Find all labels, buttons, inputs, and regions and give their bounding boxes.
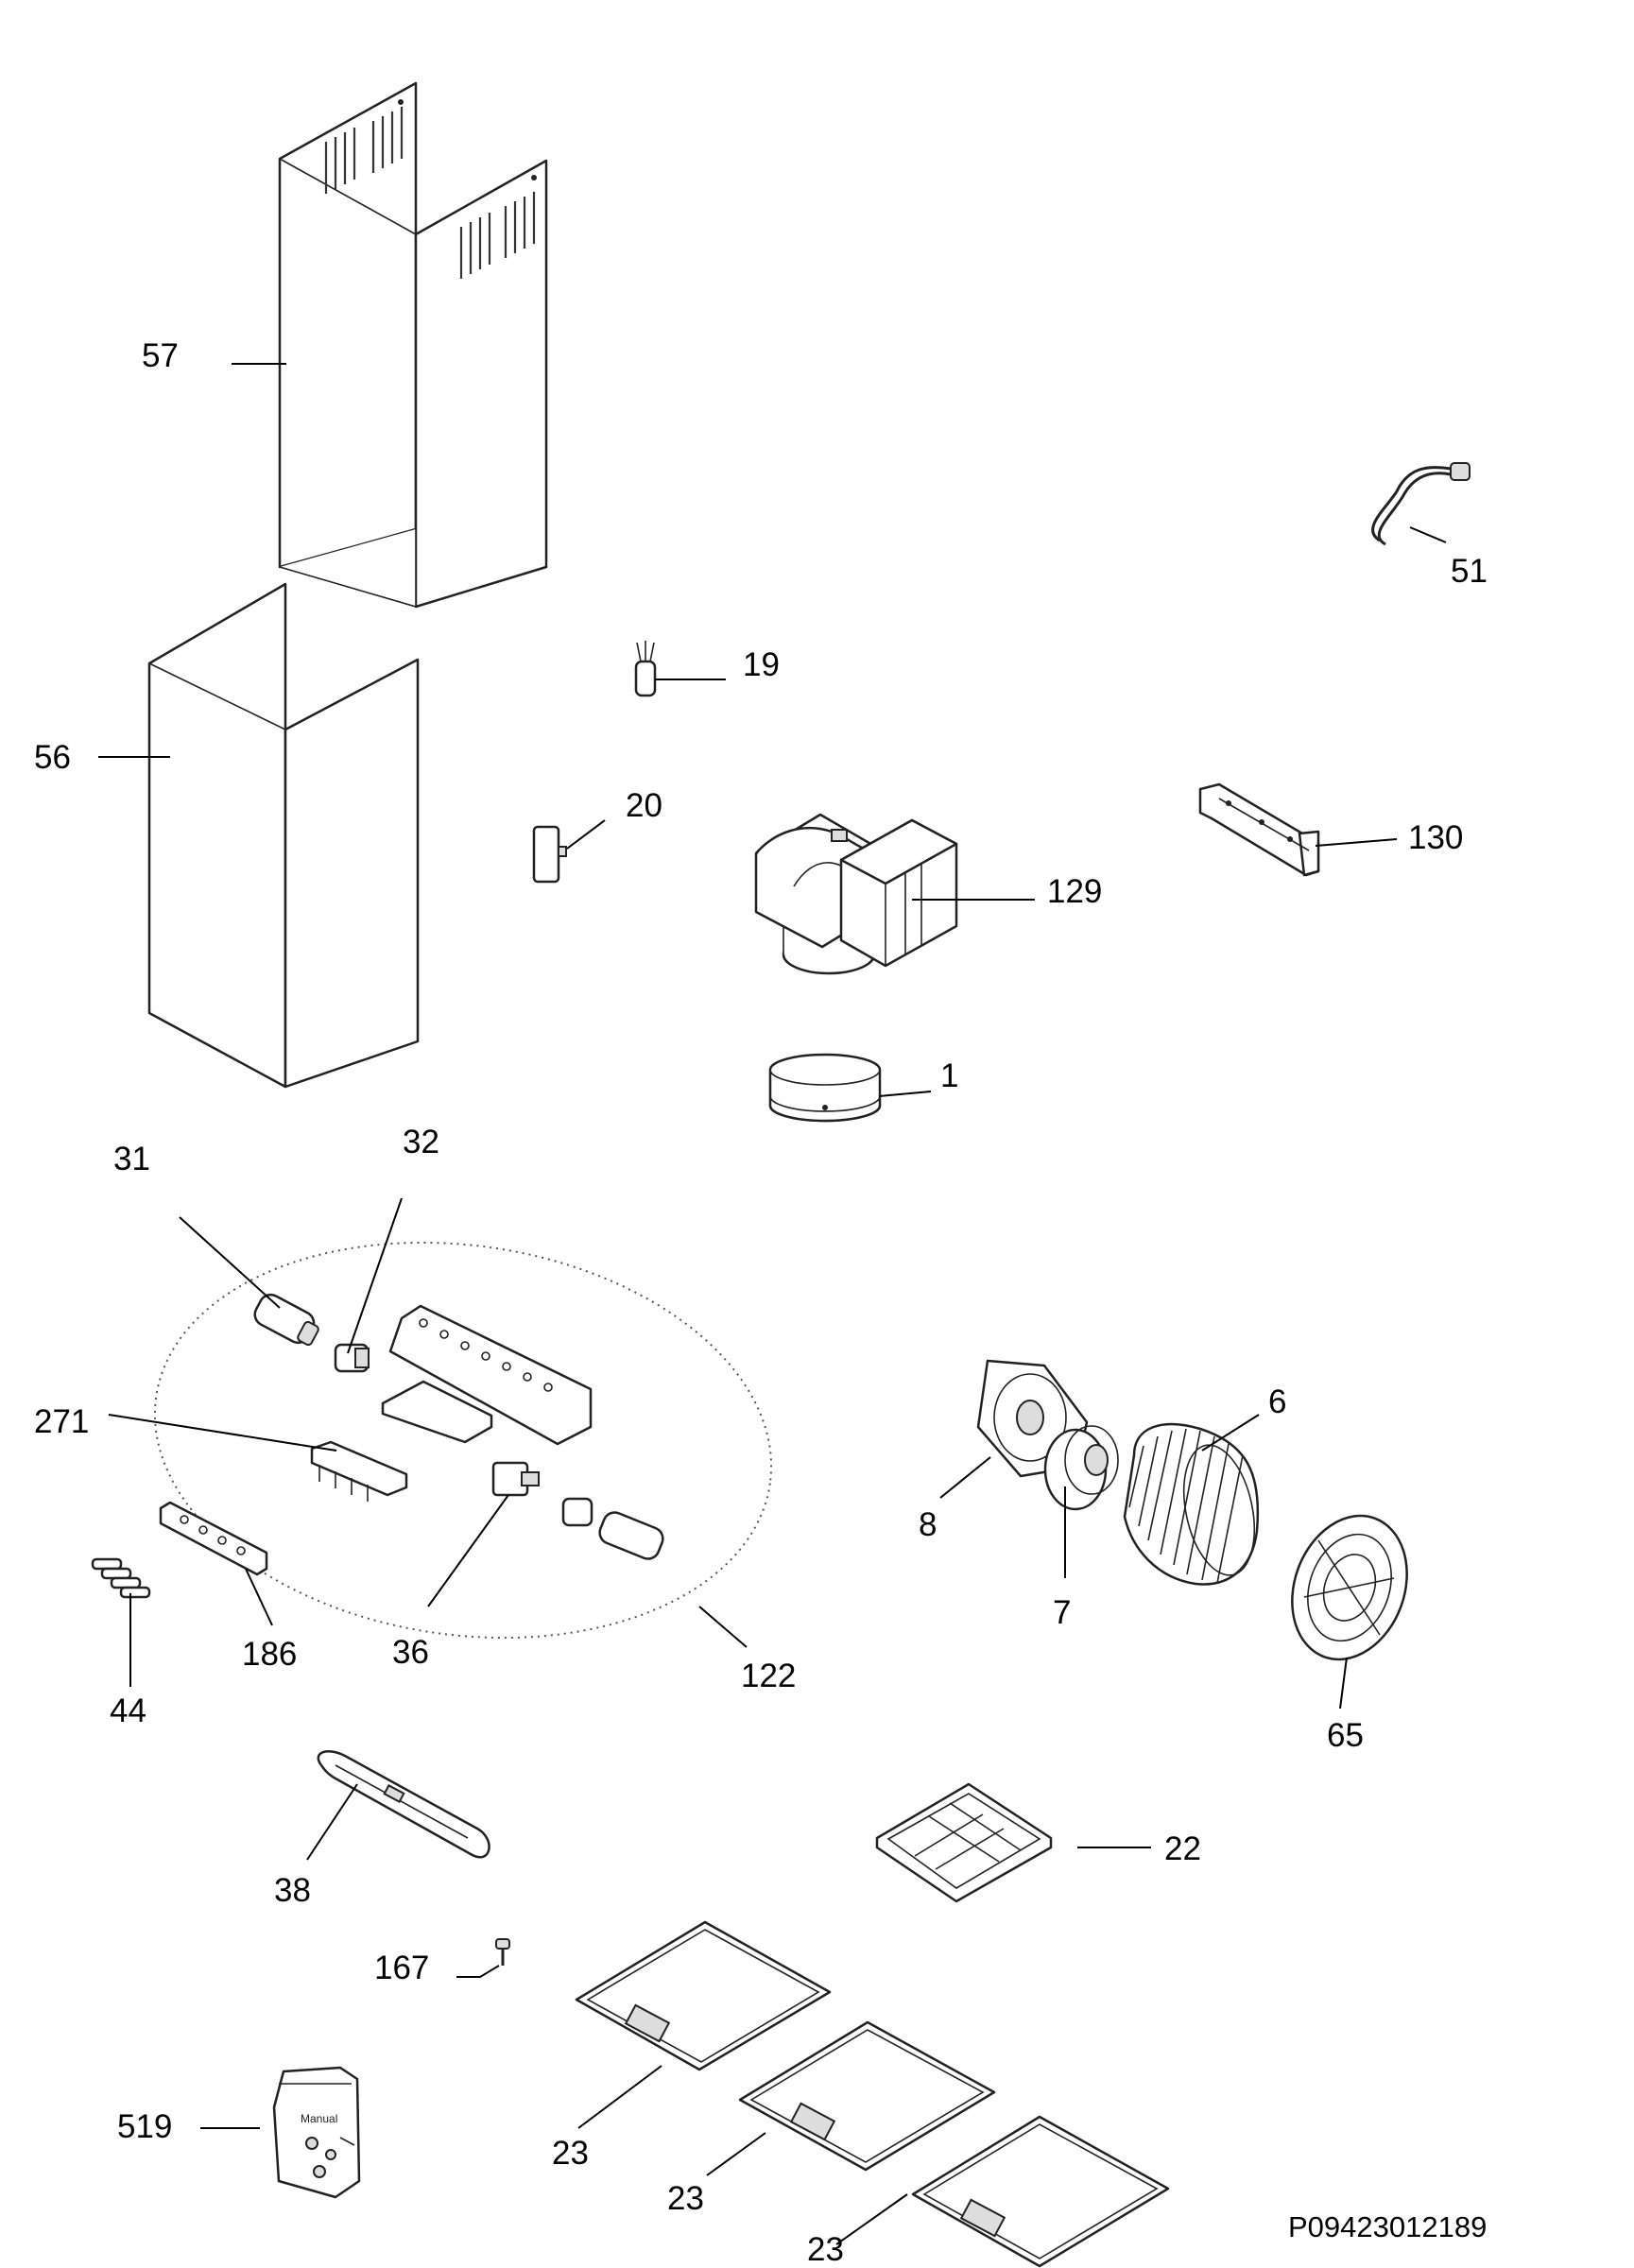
part-label-20: 20 [626, 787, 662, 824]
flange-ring [768, 1053, 882, 1123]
manual-tag: Manual [301, 2112, 337, 2125]
switch [491, 1461, 540, 1497]
part-label-23-2: 23 [667, 2180, 704, 2217]
lamp-support-bracket [381, 1304, 593, 1446]
upper-chimney-cover [278, 81, 548, 609]
fan-wheel [1123, 1422, 1260, 1586]
lower-chimney-cover [147, 582, 420, 1089]
part-label-167: 167 [374, 1950, 429, 1986]
part-label-8: 8 [919, 1506, 937, 1543]
lamp-set-2 [561, 1497, 664, 1560]
part-label-271: 271 [34, 1403, 89, 1440]
clip [532, 825, 567, 884]
part-label-36: 36 [392, 1634, 429, 1671]
part-label-186: 186 [242, 1636, 297, 1673]
motor [1043, 1425, 1119, 1511]
part-label-519: 519 [117, 2108, 172, 2145]
grease-filter-1 [575, 1920, 832, 2071]
electrical-kit-outline [153, 1241, 773, 1640]
part-label-1: 1 [940, 1057, 958, 1094]
part-label-19: 19 [743, 646, 780, 683]
knobs [91, 1557, 151, 1599]
fan-cover-grille [1291, 1514, 1408, 1661]
part-label-23-3: 23 [807, 2231, 844, 2268]
part-label-129: 129 [1047, 873, 1102, 910]
grease-filter-2 [738, 2020, 996, 2172]
document-id: P09423012189 [1288, 2210, 1487, 2243]
part-label-38: 38 [274, 1872, 311, 1909]
air-deflector [754, 813, 958, 975]
part-label-7: 7 [1053, 1594, 1071, 1631]
part-label-51: 51 [1451, 553, 1488, 590]
lamp-holder [334, 1343, 370, 1373]
part-label-22: 22 [1164, 1830, 1201, 1867]
part-label-122: 122 [741, 1658, 796, 1694]
part-label-56: 56 [34, 739, 71, 776]
grease-filter-3 [911, 2115, 1170, 2268]
leader-lines [98, 363, 1447, 2245]
part-label-31: 31 [113, 1141, 150, 1177]
carbon-filter [875, 1782, 1053, 1903]
part-label-130: 130 [1408, 819, 1463, 856]
screw [495, 1938, 510, 1966]
light-lens [317, 1750, 490, 1859]
capacitor [634, 641, 657, 697]
terminal-block [310, 1440, 408, 1502]
part-label-44: 44 [110, 1692, 146, 1729]
lamp [253, 1293, 319, 1347]
part-label-57: 57 [142, 337, 179, 374]
part-label-23-1: 23 [552, 2135, 589, 2172]
part-label-65: 65 [1327, 1717, 1364, 1754]
accessory-bag: Manual [272, 2066, 361, 2199]
part-label-6: 6 [1268, 1383, 1286, 1420]
part-label-32: 32 [403, 1124, 439, 1160]
control-panel [159, 1501, 268, 1576]
power-cable [1371, 462, 1471, 546]
wall-bracket [1198, 782, 1320, 877]
